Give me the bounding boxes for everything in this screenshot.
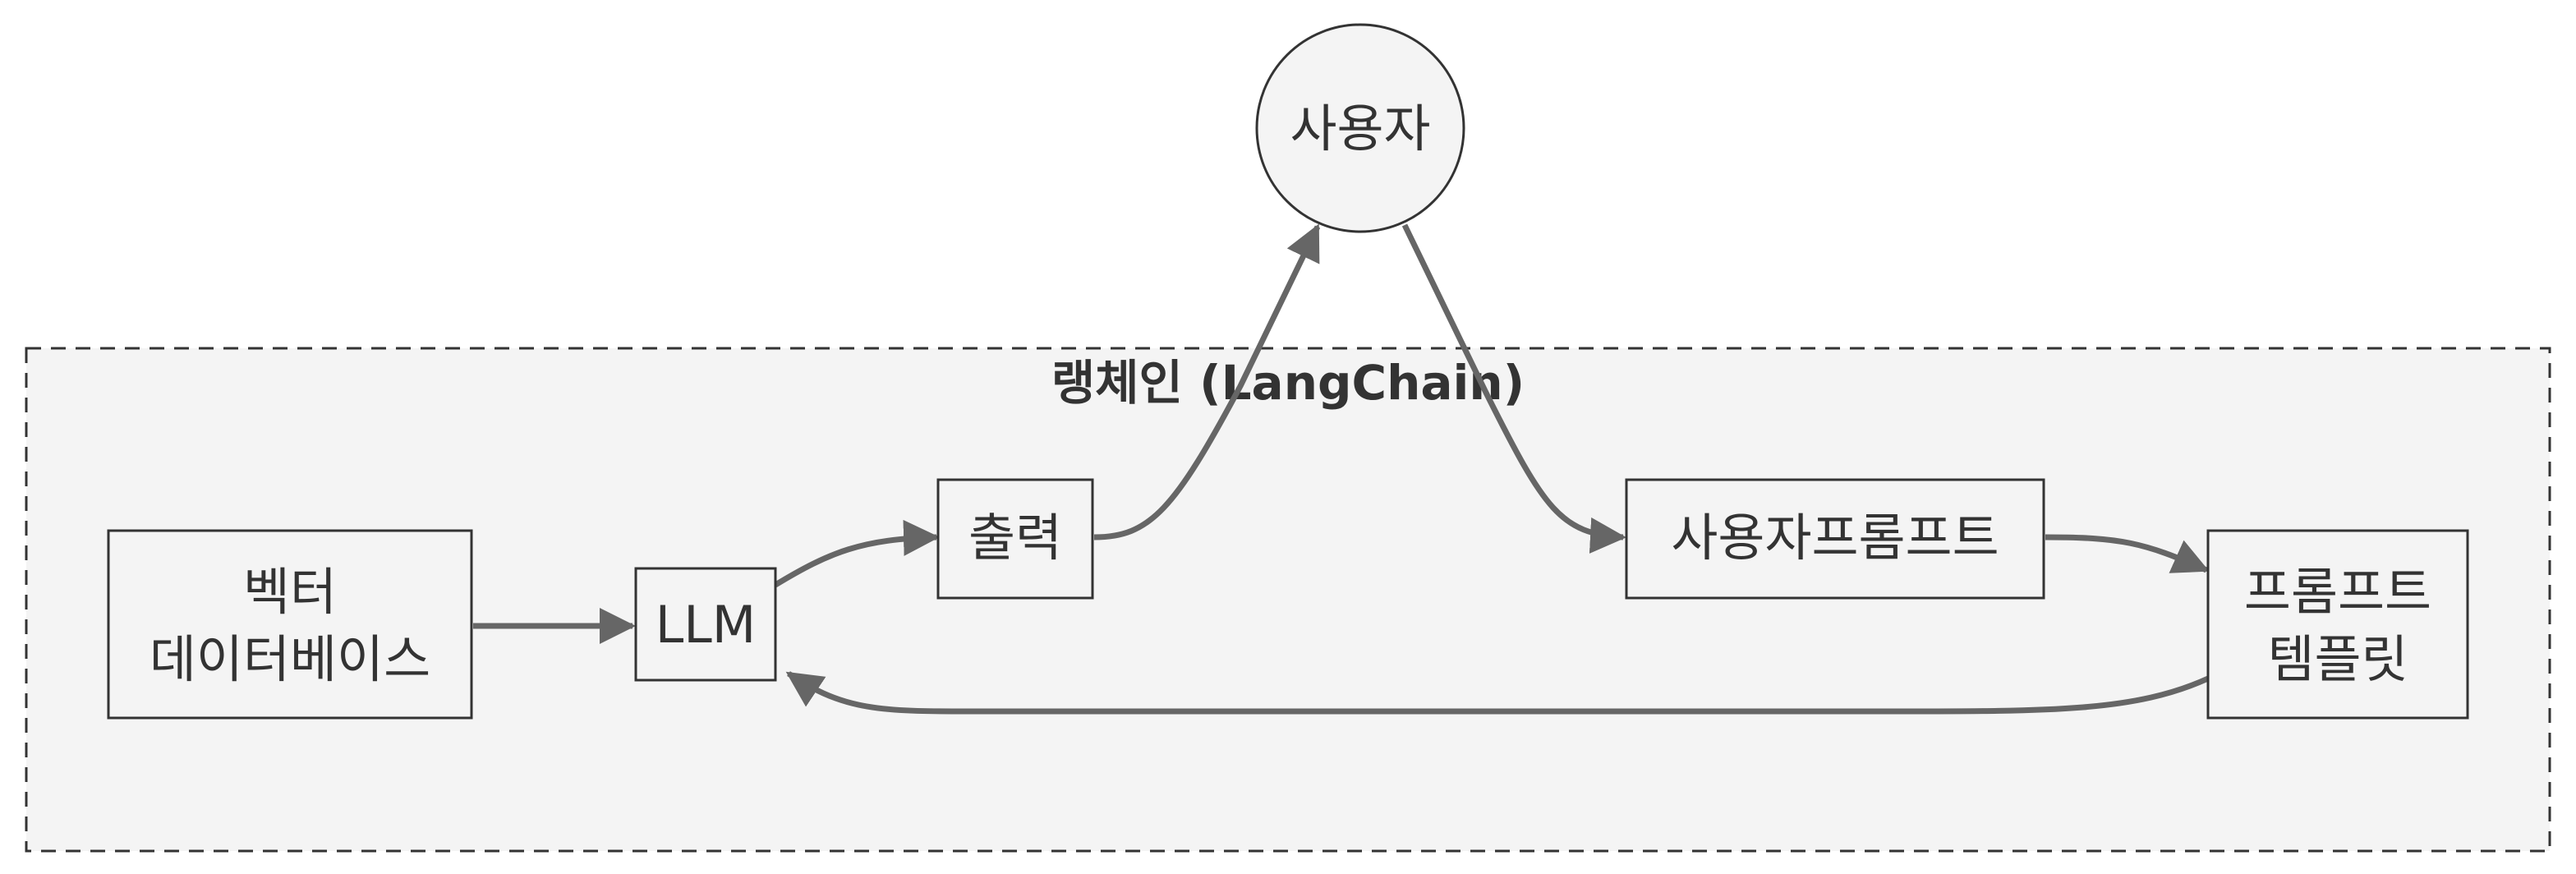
vector-database-label-line1: 벡터 <box>243 562 337 622</box>
user-label: 사용자 <box>1290 99 1430 159</box>
edge-llm-to-output <box>774 519 940 587</box>
output-box <box>936 478 1094 600</box>
node-llm[interactable]: LLM <box>634 567 777 682</box>
output-label: 출력 <box>968 508 1062 568</box>
edge-userprompt-to-template <box>2045 534 2210 573</box>
vector-database-box <box>107 529 473 720</box>
edge-output-to-user <box>1093 223 1321 540</box>
llm-label: LLM <box>656 595 757 655</box>
node-output[interactable]: 출력 <box>936 478 1094 600</box>
node-vector-database[interactable]: 벡터 데이터베이스 <box>107 529 473 720</box>
user-prompt-label: 사용자프롬프트 <box>1671 508 1999 568</box>
vector-database-label-line2: 데이터베이스 <box>150 629 430 689</box>
prompt-template-box <box>2206 529 2469 720</box>
node-prompt-template[interactable]: 프롬프트 템플릿 <box>2206 529 2469 720</box>
edge-template-to-llm <box>785 671 2210 715</box>
node-user-prompt[interactable]: 사용자프롬프트 <box>1625 478 2045 600</box>
user-prompt-box <box>1625 478 2045 600</box>
edge-user-to-userprompt <box>1401 223 1626 554</box>
node-user[interactable]: 사용자 <box>1255 23 1465 233</box>
prompt-template-label-line1: 프롬프트 <box>2244 562 2431 622</box>
cluster-title: 랭체인 (LangChain) <box>1051 355 1525 411</box>
prompt-template-label-line2: 템플릿 <box>2267 629 2408 689</box>
llm-box <box>634 567 777 682</box>
user-circle <box>1255 23 1465 233</box>
